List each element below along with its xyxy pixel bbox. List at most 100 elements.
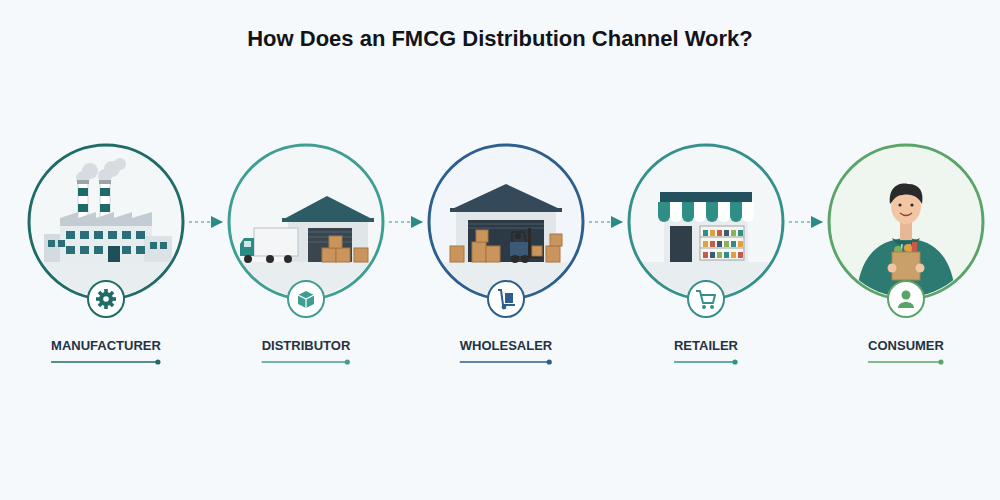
underline-dot [155, 359, 160, 364]
label-underline [826, 358, 986, 366]
ground [426, 262, 586, 322]
awning-scallop [742, 210, 754, 222]
grocery [912, 242, 917, 252]
stage-label: DISTRIBUTOR [226, 338, 386, 354]
stage-circle [226, 142, 386, 322]
product [724, 252, 729, 258]
window [122, 231, 131, 239]
awning-scallop [718, 210, 730, 222]
stage-ring [829, 145, 983, 299]
stage-node: RETAILER [626, 142, 786, 366]
product [710, 241, 715, 247]
underline-dot [547, 359, 552, 364]
chimney-cap [99, 180, 111, 184]
badge [288, 281, 324, 317]
ground [626, 262, 786, 322]
wheel [244, 255, 252, 263]
product [703, 252, 708, 258]
box [354, 248, 368, 262]
gear-hole [103, 296, 109, 302]
product [717, 252, 722, 258]
illustration [26, 158, 186, 322]
window [66, 231, 75, 239]
underline-line [674, 361, 735, 363]
truck-trailer [254, 228, 298, 256]
chimney-cap [77, 180, 89, 184]
box [546, 246, 560, 262]
forklift-driver [515, 233, 521, 239]
forklift-body [510, 242, 528, 256]
badge-circle [888, 281, 924, 317]
shop-window [700, 226, 744, 260]
box [322, 248, 336, 262]
flow-arrow [189, 221, 223, 223]
product [738, 252, 743, 258]
badge-circle [488, 281, 524, 317]
window [58, 240, 65, 247]
box [476, 230, 488, 242]
door [108, 246, 120, 262]
factory-building [60, 222, 152, 262]
cart-wheel [702, 305, 706, 309]
box-icon [298, 291, 314, 308]
hair [890, 184, 923, 204]
product [717, 230, 722, 236]
product [738, 241, 743, 247]
product [724, 241, 729, 247]
illustration [426, 184, 586, 322]
grocery [904, 244, 912, 252]
door-slat [468, 224, 544, 225]
forklift-cage [512, 232, 526, 242]
window [160, 242, 167, 249]
window [94, 231, 103, 239]
stage-circle [26, 142, 186, 322]
wheel [266, 255, 274, 263]
awning-scallop [670, 210, 682, 222]
product [731, 241, 736, 247]
stage-label: CONSUMER [826, 338, 986, 354]
product [703, 230, 708, 236]
product [717, 241, 722, 247]
stage-circle [826, 142, 986, 322]
door-slat [468, 228, 544, 229]
awning-scallop [682, 210, 694, 222]
smoke [114, 158, 126, 170]
warehouse-body [456, 208, 556, 262]
ground [26, 262, 186, 322]
cart-wheel [710, 305, 714, 309]
title: How Does an FMCG Distribution Channel Wo… [0, 26, 1000, 52]
chimney-stripe [100, 188, 110, 196]
awning-scallop [658, 210, 670, 222]
badge [488, 281, 524, 317]
label-underline [26, 358, 186, 366]
window [80, 246, 89, 254]
side-building [144, 236, 172, 262]
box [472, 242, 486, 262]
box-icon-edge [298, 295, 314, 308]
stage-node: CONSUMER [826, 142, 986, 366]
stage-circle [626, 142, 786, 322]
badge-circle [288, 281, 324, 317]
box [532, 246, 542, 256]
truck-cab [240, 238, 254, 256]
stage-node: WHOLESALER [426, 142, 586, 366]
hoodie [856, 238, 956, 302]
person-icon-head [902, 291, 911, 300]
label-underline [426, 358, 586, 366]
hand-truck-load [505, 293, 513, 303]
label-underline [626, 358, 786, 366]
warehouse-body [288, 216, 368, 262]
box [450, 246, 464, 262]
underline-line [868, 361, 941, 363]
stage-circle [426, 142, 586, 322]
badge [888, 281, 924, 317]
window [108, 231, 117, 239]
ground [226, 262, 386, 322]
underline-line [51, 361, 158, 363]
product [731, 230, 736, 236]
product [710, 230, 715, 236]
factory-roof [60, 212, 152, 226]
wheel [511, 255, 519, 263]
hand-truck-frame [498, 290, 515, 305]
